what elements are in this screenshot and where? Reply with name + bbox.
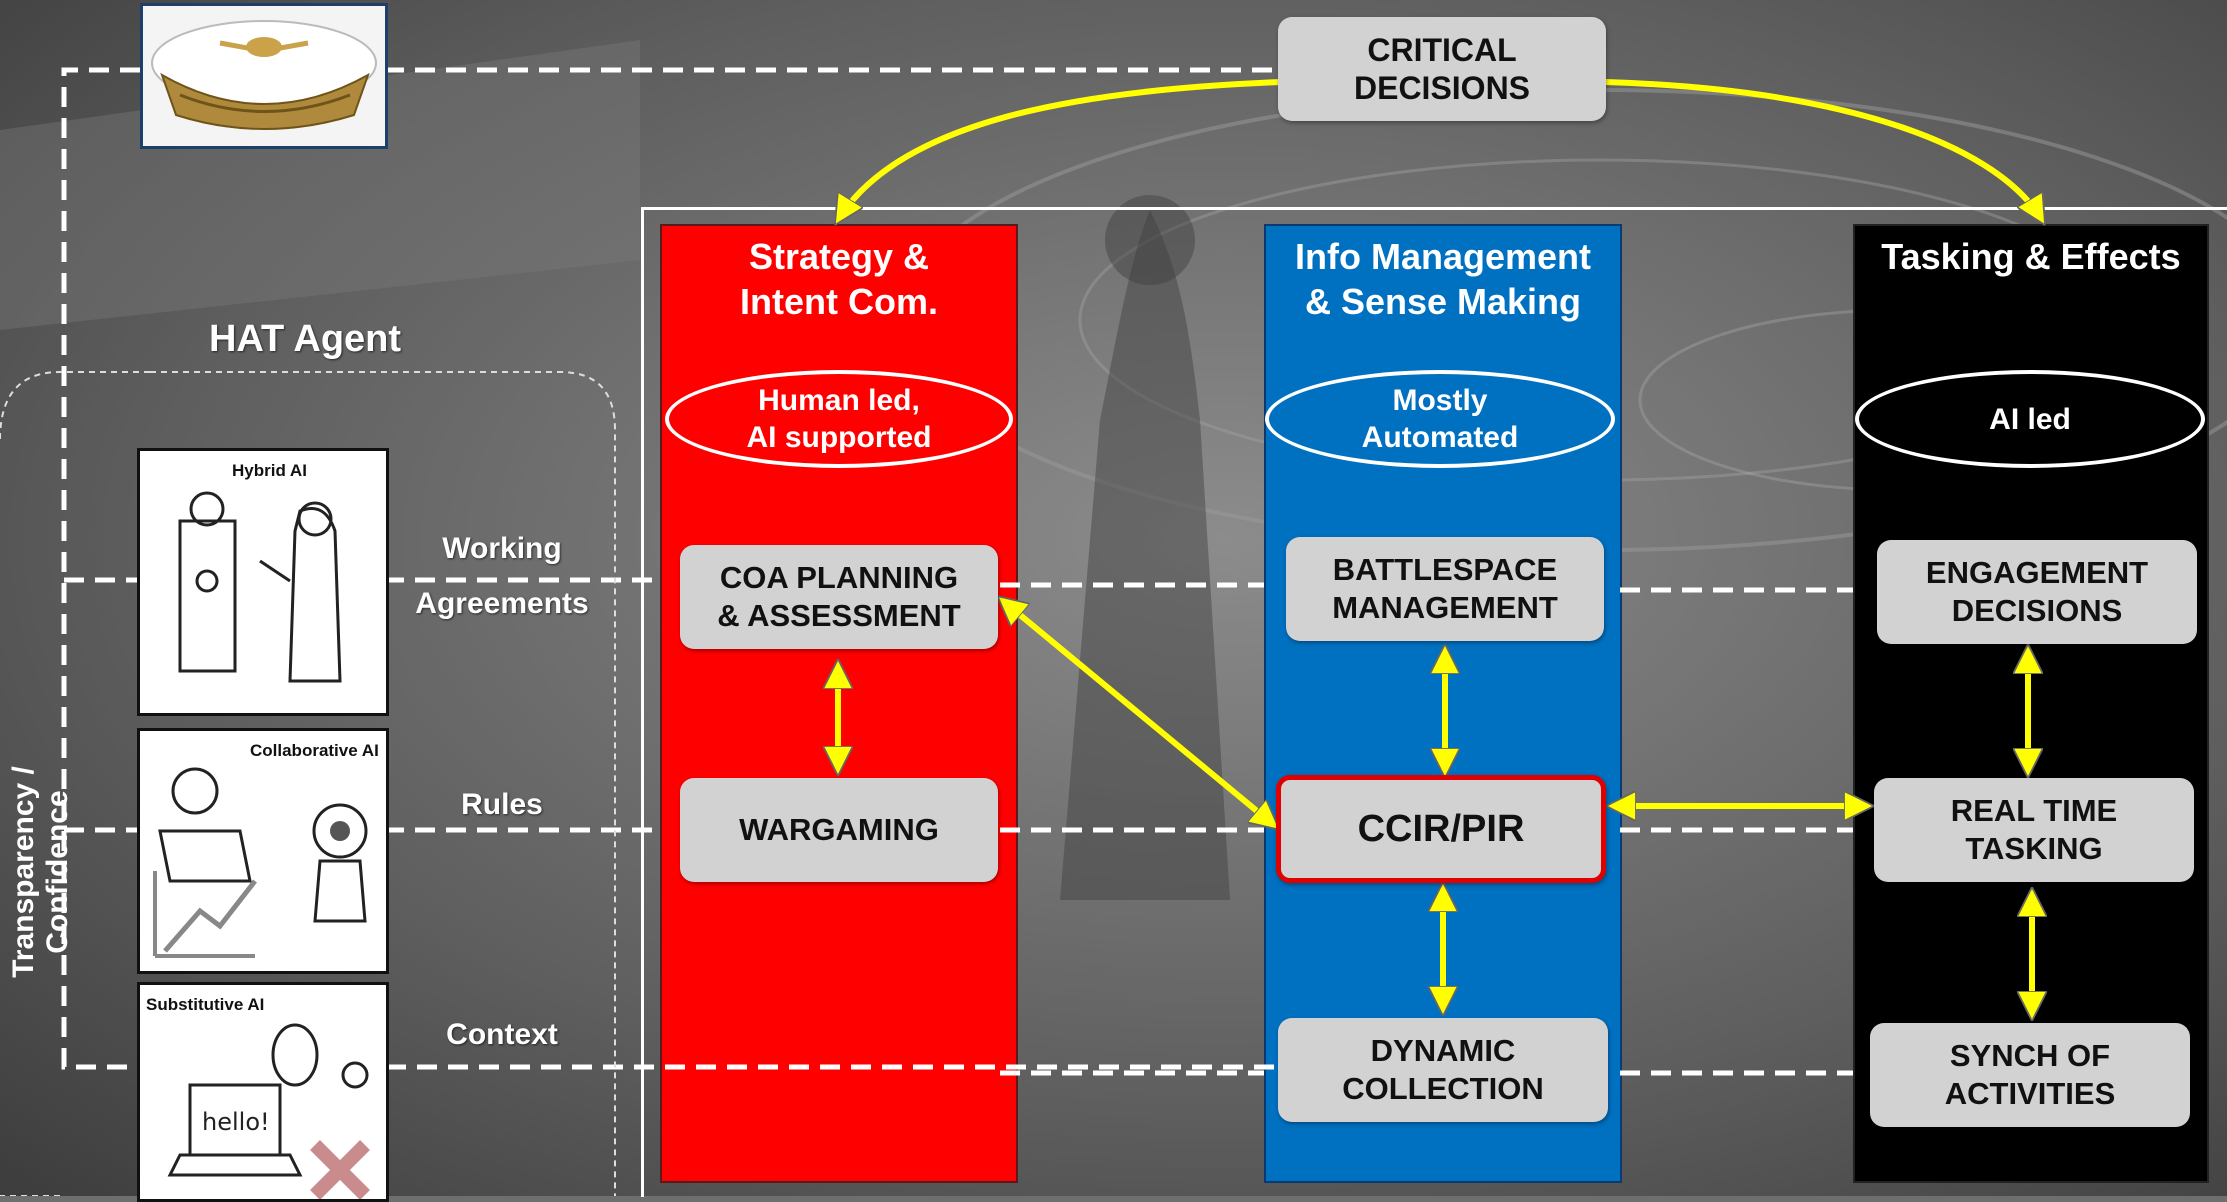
critical-decisions-box: CRITICAL DECISIONS <box>1278 17 1606 121</box>
hybrid-ai-label: Hybrid AI <box>232 461 307 480</box>
substitutive-ai-label: Substitutive AI <box>146 995 265 1014</box>
rules-label: Rules <box>461 788 543 821</box>
tasking-column-title: Tasking & Effects <box>1881 236 2181 277</box>
coa-planning-box: COA PLANNING & ASSESSMENT <box>680 545 998 649</box>
collaborative-ai-label: Collaborative AI <box>250 741 379 760</box>
wargaming-box: WARGAMING <box>680 778 998 882</box>
hybrid-ai-illustration-icon <box>178 491 342 683</box>
agreements-label: Agreements <box>415 587 589 620</box>
context-label: Context <box>446 1018 558 1051</box>
dynamic-collection-box: DYNAMIC COLLECTION <box>1278 1018 1608 1122</box>
info-column-title: Info Management & Sense Making <box>1294 236 1591 322</box>
strategy-column: Strategy & Intent Com. <box>660 224 1018 1183</box>
collaborative-ai-illustration-icon <box>153 767 368 958</box>
strategy-lead-oval: Human led, AI supported <box>665 370 1013 468</box>
hybrid-ai-card: Hybrid AI <box>137 448 389 716</box>
info-lead-oval: Mostly Automated <box>1265 370 1615 468</box>
transparency-confidence-label: Transparency / Confidence <box>7 766 74 978</box>
hat-agent-title: HAT Agent <box>208 318 402 360</box>
officer-cap-icon <box>140 3 388 149</box>
ccir-pir-box: CCIR/PIR <box>1276 775 1606 883</box>
tasking-lead-oval: AI led <box>1855 370 2205 468</box>
strategy-column-title: Strategy & Intent Com. <box>740 236 938 322</box>
synch-of-activities-box: SYNCH OF ACTIVITIES <box>1870 1023 2190 1127</box>
collaborative-ai-card: Collaborative AI <box>137 728 389 974</box>
substitutive-ai-card: Substitutive AI hello! <box>137 982 389 1202</box>
engagement-decisions-box: ENGAGEMENT DECISIONS <box>1877 540 2197 644</box>
svg-text:hello!: hello! <box>202 1108 270 1136</box>
real-time-tasking-box: REAL TIME TASKING <box>1874 778 2194 882</box>
substitutive-ai-illustration-icon: hello! <box>167 1023 370 1199</box>
battlespace-management-box: BATTLESPACE MANAGEMENT <box>1286 537 1604 641</box>
working-label: Working <box>442 532 562 565</box>
